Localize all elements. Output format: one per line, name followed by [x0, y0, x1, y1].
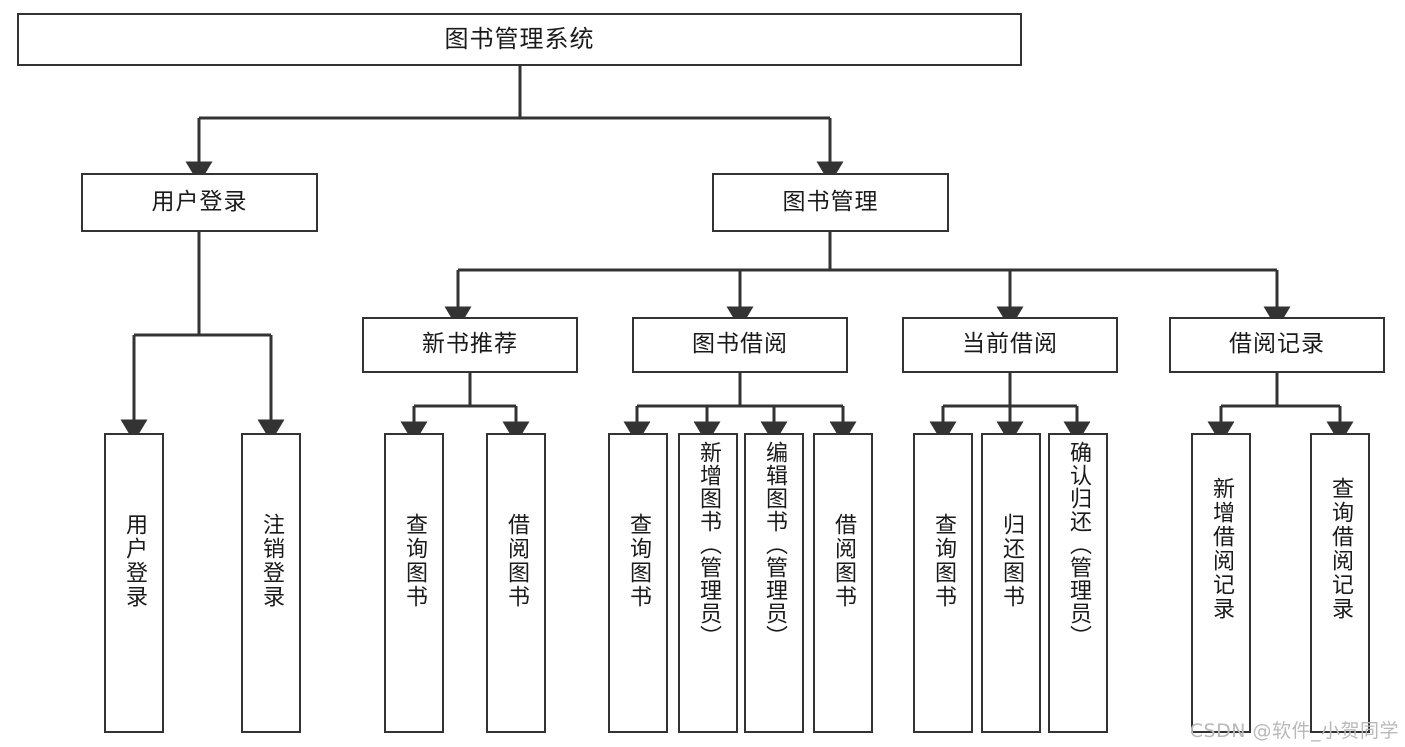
node-label: 确认归还（管理员）	[1065, 441, 1091, 648]
node-label: 用户登录	[121, 513, 147, 609]
leaf-new-book-borrow-book[interactable]: 借阅图书	[486, 433, 546, 733]
node-label: 借阅图书	[830, 513, 856, 609]
node-label: 用户登录	[151, 188, 248, 215]
node-book-borrow[interactable]: 图书借阅	[632, 317, 848, 373]
leaf-book-borrow-edit-book-admin[interactable]: 编辑图书（管理员）	[744, 433, 804, 733]
leaf-user-login-logout[interactable]: 注销登录	[241, 433, 301, 733]
leaf-book-borrow-add-book-admin[interactable]: 新增图书（管理员）	[678, 433, 738, 733]
node-label: 新增图书（管理员）	[695, 441, 721, 648]
node-label: 当前借阅	[962, 331, 1058, 358]
node-label: 图书管理系统	[444, 25, 595, 54]
node-label: 查询图书	[401, 513, 427, 609]
node-current-borrow[interactable]: 当前借阅	[902, 317, 1118, 373]
leaf-user-login-login[interactable]: 用户登录	[104, 433, 164, 733]
node-user-login[interactable]: 用户登录	[81, 173, 318, 232]
node-label: 注销登录	[258, 513, 284, 609]
node-label: 查询图书	[625, 513, 651, 609]
leaf-current-borrow-query-book[interactable]: 查询图书	[913, 433, 973, 733]
leaf-current-borrow-return-book[interactable]: 归还图书	[981, 433, 1041, 733]
leaf-new-book-query-book[interactable]: 查询图书	[384, 433, 444, 733]
node-label: 编辑图书（管理员）	[761, 441, 787, 648]
leaf-borrow-record-query-record[interactable]: 查询借阅记录	[1310, 433, 1370, 733]
node-label: 图书借阅	[692, 331, 788, 358]
node-label: 查询图书	[930, 513, 956, 609]
node-label: 新增借阅记录	[1208, 477, 1234, 621]
node-root-book-management-system[interactable]: 图书管理系统	[17, 13, 1022, 66]
leaf-current-borrow-confirm-return-admin[interactable]: 确认归还（管理员）	[1048, 433, 1108, 733]
node-label: 图书管理	[782, 188, 879, 215]
node-new-book-recommend[interactable]: 新书推荐	[362, 317, 578, 373]
leaf-book-borrow-query-book[interactable]: 查询图书	[608, 433, 668, 733]
node-label: 借阅记录	[1229, 331, 1325, 358]
node-label: 新书推荐	[422, 331, 518, 358]
node-borrow-record[interactable]: 借阅记录	[1169, 317, 1385, 373]
node-book-management[interactable]: 图书管理	[712, 173, 949, 232]
node-label: 归还图书	[998, 513, 1024, 609]
leaf-book-borrow-borrow-book[interactable]: 借阅图书	[813, 433, 873, 733]
watermark: CSDN @软件_小贺同学	[1189, 720, 1399, 742]
node-label: 查询借阅记录	[1327, 477, 1353, 621]
node-label: 借阅图书	[503, 513, 529, 609]
leaf-borrow-record-add-record[interactable]: 新增借阅记录	[1191, 433, 1251, 733]
